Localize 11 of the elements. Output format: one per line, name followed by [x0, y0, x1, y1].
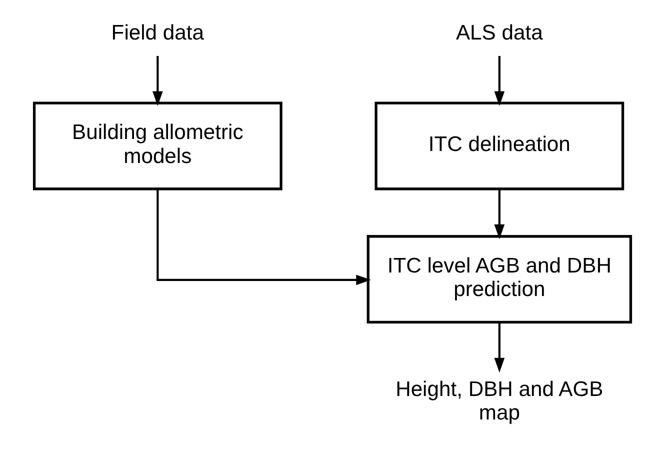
node-text: Height, DBH and AGB map [396, 378, 604, 425]
node-box: Building allometric models [32, 102, 282, 190]
node-box: ITC level AGB and DBH prediction [366, 235, 632, 324]
node-text: Field data [111, 21, 204, 44]
node-box: ITC delineation [374, 102, 624, 190]
arrow [152, 56, 163, 106]
arrow [494, 56, 505, 106]
node-text: ALS data [456, 21, 543, 44]
arrow [494, 188, 505, 240]
arrow [494, 322, 505, 373]
arrow [156, 189, 371, 286]
